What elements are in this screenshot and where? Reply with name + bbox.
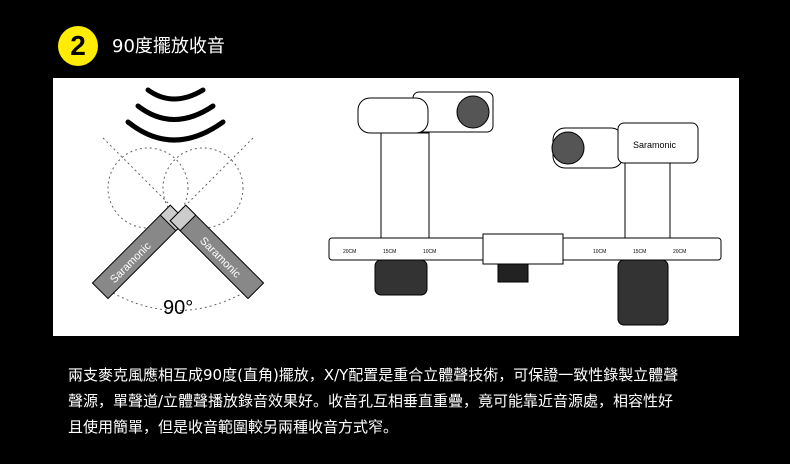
angle-label: 90°: [163, 297, 193, 319]
svg-text:15CM: 15CM: [633, 249, 646, 255]
svg-text:10CM: 10CM: [423, 249, 436, 255]
svg-text:10CM: 10CM: [593, 249, 606, 255]
step-number-badge: 2: [58, 26, 98, 66]
ruler-labels: 20CM 15CM 10CM 10CM 15CM 20CM: [343, 249, 686, 255]
description-line: 兩支麥克風應相互成90度(直角)擺放，X/Y配置是重合立體聲技術，可保證一致性錄…: [68, 366, 679, 384]
xy-mic-diagram: Saramonic Saramonic 90° Saramonic 20CM 1…: [53, 78, 739, 336]
svg-text:20CM: 20CM: [343, 249, 356, 255]
description-line: 且使用簡單，但是收音範圍較另兩種收音方式窄。: [68, 418, 399, 436]
section-title: 90度擺放收音: [112, 36, 225, 57]
brand-label: Saramonic: [633, 140, 677, 150]
description: 兩支麥克風應相互成90度(直角)擺放，X/Y配置是重合立體聲技術，可保證一致性錄…: [68, 362, 728, 440]
svg-text:20CM: 20CM: [673, 249, 686, 255]
svg-text:15CM: 15CM: [383, 249, 396, 255]
right-mic: Saramonic: [169, 204, 265, 300]
description-line: 聲源，單聲道/立體聲播放錄音效果好。收音孔互相垂直重疊，竟可能靠近音源處，相容性…: [68, 392, 674, 410]
stereo-bar-mount: Saramonic: [328, 91, 722, 326]
sound-wave-icon: [125, 87, 226, 143]
